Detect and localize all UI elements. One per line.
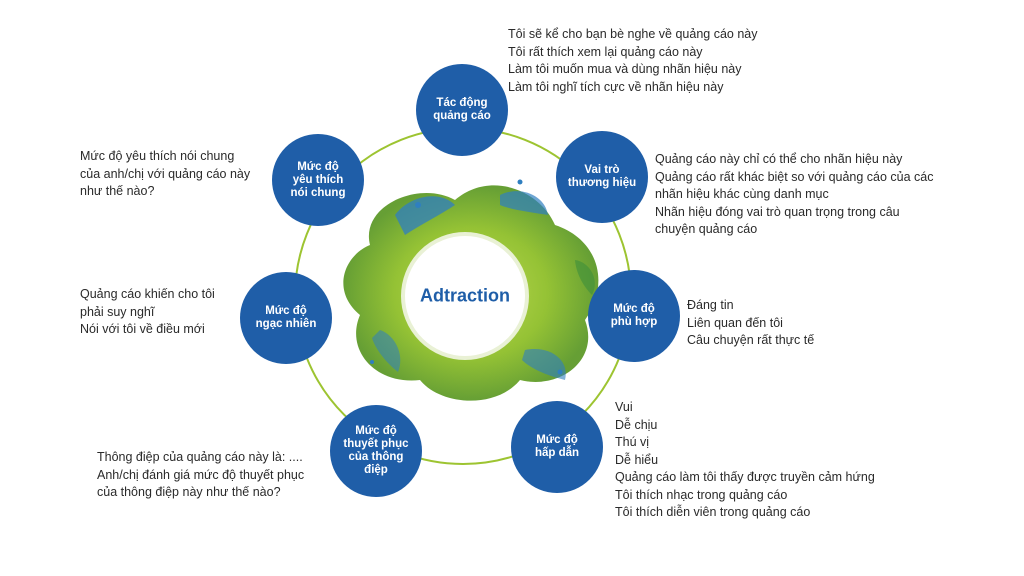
desc-item: Tôi rất thích xem lại quảng cáo này [508,44,703,59]
desc-item: Quảng cáo này chỉ có thể cho nhãn hiệu n… [655,152,903,166]
node-muc-do-thuyet-phuc: Mức độ thuyết phục của thông điệp [330,405,422,497]
node-muc-do-yeu-thich: Mức độ yêu thích nói chung [272,134,364,226]
desc-item: như thế nào? [80,184,155,198]
desc-muc-do-phu-hop: Đáng tin Liên quan đến tôi Câu chuyện rấ… [687,297,814,350]
desc-item: Quảng cáo rất khác biệt so với quảng cáo… [655,169,934,184]
desc-item: Câu chuyện rất thực tế [687,333,815,347]
desc-item: Anh/chị đánh giá mức độ thuyết phục [97,467,305,482]
desc-item: nhãn hiệu khác cùng danh mục [655,187,829,201]
desc-item: Làm tôi muốn mua và dùng nhãn hiệu này [508,62,742,76]
desc-item: Tôi thích nhạc trong quảng cáo [615,487,788,502]
desc-item: Tôi thích diễn viên trong quảng cáo [615,505,811,519]
desc-item: Vui [615,400,633,414]
center-disc-edge [401,232,529,360]
desc-vai-tro-thuong-hieu: Quảng cáo này chỉ có thể cho nhãn hiệu n… [655,151,934,239]
desc-item: Đáng tin [687,298,734,312]
node-muc-do-hap-dan: Mức độ hấp dẫn [511,401,603,493]
node-vai-tro-thuong-hieu: Vai trò thương hiệu [556,131,648,223]
desc-item: Thông điệp của quảng cáo này là: .... [97,450,303,464]
desc-item: Dễ hiểu [615,452,659,467]
node-tac-dong-quang-cao: Tác động quảng cáo [416,64,508,156]
desc-muc-do-yeu-thich: Mức độ yêu thích nói chung của anh/chị v… [80,148,250,201]
desc-item: phải suy nghĩ [80,304,155,319]
desc-item: Làm tôi nghĩ tích cực về nhãn hiệu này [508,79,724,94]
desc-tac-dong-quang-cao: Tôi sẽ kể cho bạn bè nghe về quảng cáo n… [508,26,758,96]
desc-item: Nhãn hiệu đóng vai trò quan trọng trong … [655,204,900,219]
desc-item: của thông điệp này như thế nào? [97,485,281,499]
desc-item: Nói với tôi về điều mới [80,322,205,336]
desc-muc-do-thuyet-phuc: Thông điệp của quảng cáo này là: .... An… [97,449,304,502]
desc-item: Tôi sẽ kể cho bạn bè nghe về quảng cáo n… [508,27,758,41]
desc-item: Thú vị [615,435,650,449]
node-muc-do-phu-hop: Mức độ phù hợp [588,270,680,362]
desc-item: Dễ chịu [615,417,658,432]
desc-item: Liên quan đến tôi [687,315,783,330]
desc-item: Quảng cáo làm tôi thấy được truyền cảm h… [615,470,875,484]
desc-item: chuyện quảng cáo [655,222,758,236]
desc-item: của anh/chị với quảng cáo này [80,166,251,181]
desc-item: Mức độ yêu thích nói chung [80,149,235,163]
node-muc-do-ngac-nhien: Mức độ ngạc nhiên [240,272,332,364]
center-label: Adtraction [420,285,510,306]
desc-muc-do-hap-dan: Vui Dễ chịu Thú vị Dễ hiểu Quảng cáo làm… [615,399,875,522]
desc-muc-do-ngac-nhien: Quảng cáo khiến cho tôi phải suy nghĩ Nó… [80,286,215,339]
desc-item: Quảng cáo khiến cho tôi [80,287,215,301]
center-disc [403,234,527,358]
